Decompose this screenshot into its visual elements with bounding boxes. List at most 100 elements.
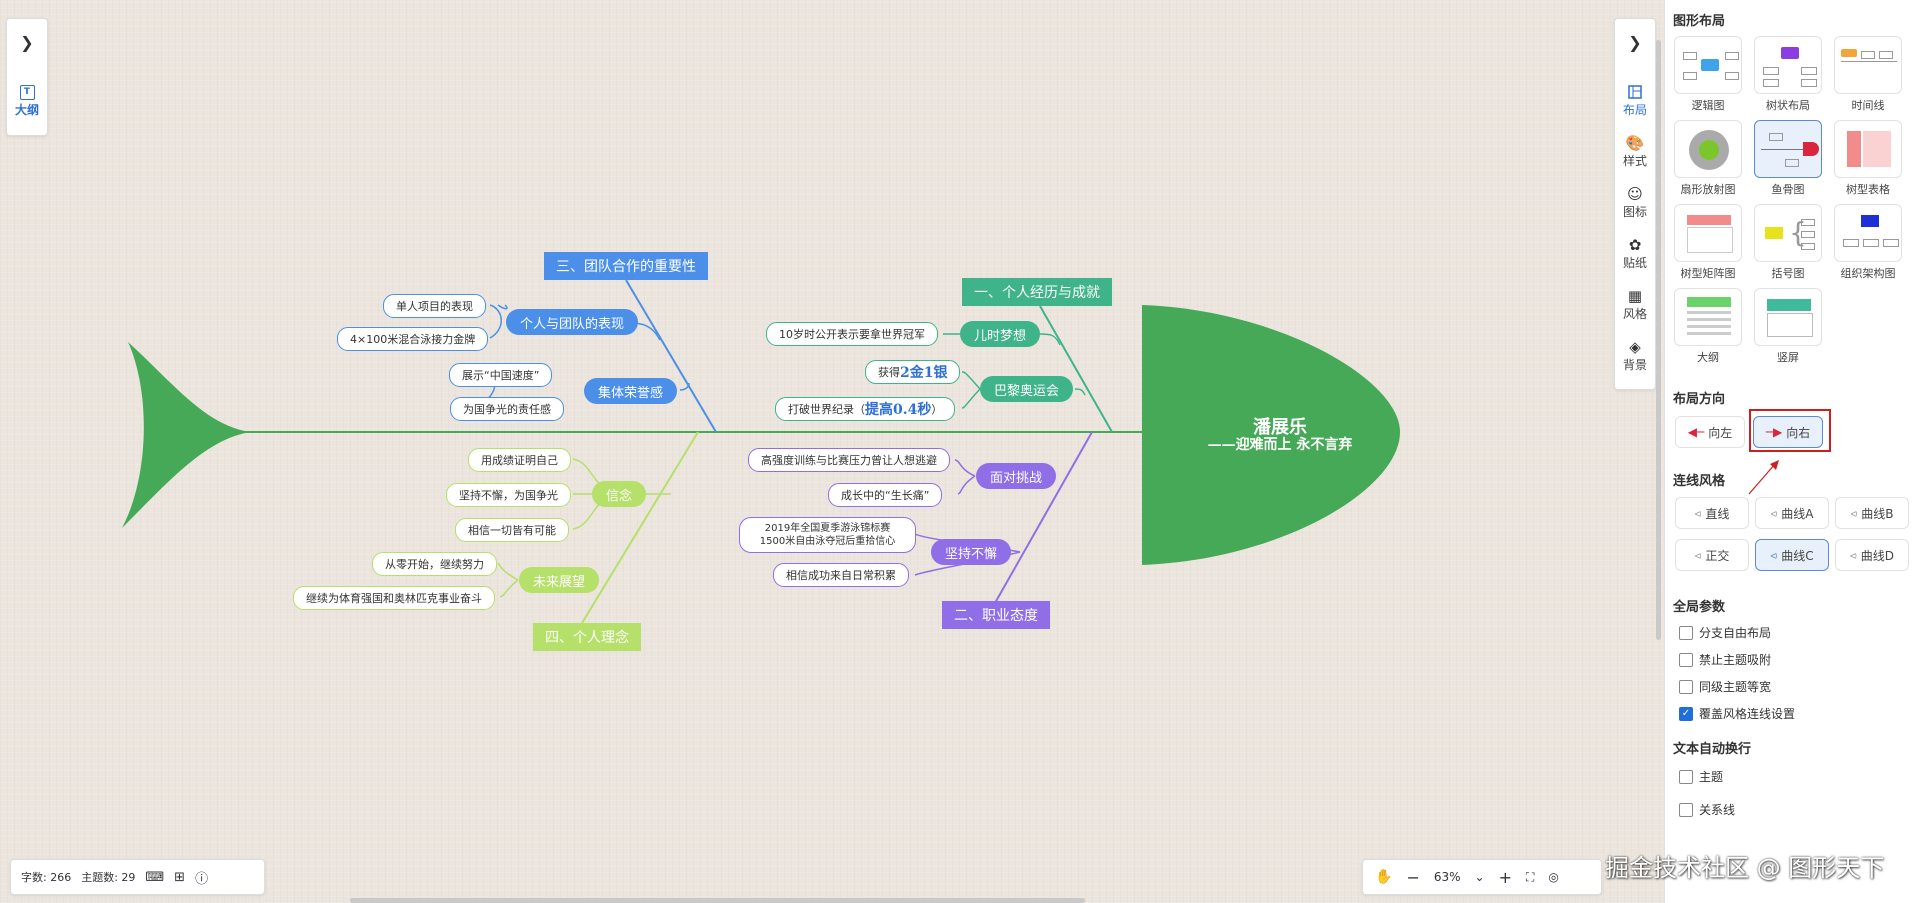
line-style-title: 连线风格: [1673, 474, 1726, 489]
fish-head: [1142, 305, 1400, 565]
sub-challenge[interactable]: 面对挑战: [976, 463, 1057, 489]
line-curve-a-button[interactable]: ⪦曲线A: [1755, 497, 1829, 529]
leaf[interactable]: 4×100米混合泳接力金牌: [337, 327, 489, 351]
leaf[interactable]: 相信一切皆有可能: [455, 518, 569, 542]
leaf[interactable]: 坚持不懈，为国争光: [446, 483, 571, 507]
sub-paris[interactable]: 巴黎奥运会: [980, 376, 1074, 402]
branch-experience[interactable]: 一、个人经历与成就: [962, 278, 1112, 306]
zoom-out-button[interactable]: −: [1406, 867, 1420, 887]
layout-timeline[interactable]: 时间线: [1833, 36, 1903, 113]
smiley-icon: ☺: [1627, 185, 1643, 203]
layout-outline[interactable]: 大纲: [1673, 288, 1743, 365]
structure-icon[interactable]: ⊞: [174, 869, 186, 885]
chevron-right-icon[interactable]: ❯: [1628, 33, 1642, 52]
layout-portrait[interactable]: 竖屏: [1753, 288, 1823, 365]
line-orthogonal-button[interactable]: ⪦正交: [1675, 539, 1749, 571]
info-icon[interactable]: ⓘ: [195, 871, 209, 887]
layout-tree[interactable]: 树状布局: [1753, 36, 1823, 113]
vertical-scrollbar[interactable]: [1656, 40, 1661, 640]
layout-fishbone[interactable]: 鱼骨图: [1753, 120, 1823, 197]
root-title[interactable]: 潘展乐: [1253, 417, 1307, 438]
opt-override-lines[interactable]: ✓覆盖风格连线设置: [1679, 705, 1795, 722]
checkbox[interactable]: [1679, 769, 1693, 784]
checkbox-checked[interactable]: ✓: [1679, 706, 1693, 721]
line-icon: ⪦: [1770, 547, 1778, 562]
toolbar-layout[interactable]: 布局: [1615, 83, 1655, 118]
direction-right-button[interactable]: ─▶ 向右: [1753, 416, 1823, 448]
leaf[interactable]: 10岁时公开表示要拿世界冠军: [766, 322, 938, 346]
opt-equal-width[interactable]: 同级主题等宽: [1679, 678, 1771, 695]
leaf[interactable]: 成长中的“生长痛”: [828, 483, 943, 507]
fit-screen-icon[interactable]: ⛶: [1525, 869, 1535, 884]
outline-button[interactable]: T 大纲: [7, 83, 47, 118]
sub-honor[interactable]: 集体荣誉感: [584, 378, 678, 404]
opt-wrap-topic[interactable]: 主题: [1679, 768, 1723, 785]
bone-3: [625, 279, 717, 433]
zoom-in-button[interactable]: +: [1498, 867, 1512, 887]
sub-persist[interactable]: 坚持不懈: [931, 539, 1012, 565]
grid-icon: ▦: [1627, 287, 1643, 305]
layout-tree-table[interactable]: 树型表格: [1833, 120, 1903, 197]
chevron-right-icon[interactable]: ❯: [20, 33, 34, 52]
bone-2: [994, 431, 1093, 604]
opt-no-snap[interactable]: 禁止主题吸附: [1679, 651, 1771, 668]
leaf[interactable]: 为国争光的责任感: [450, 397, 564, 421]
direction-left-button[interactable]: ◀─ 向左: [1675, 416, 1745, 448]
checkbox[interactable]: [1679, 625, 1693, 640]
fishbone-thumb-icon: [1754, 120, 1822, 178]
layout-bracket[interactable]: { 括号图: [1753, 204, 1823, 281]
sub-team-performance[interactable]: 个人与团队的表现: [506, 309, 639, 335]
bracket-thumb-icon: {: [1754, 204, 1822, 262]
chevron-down-icon[interactable]: ⌄: [1474, 870, 1485, 884]
sub-belief[interactable]: 信念: [592, 481, 647, 507]
leaf[interactable]: 高强度训练与比赛压力曾让人想逃避: [748, 448, 950, 472]
line-icon: ⪦: [1850, 505, 1858, 520]
horizontal-scrollbar[interactable]: [350, 898, 1085, 903]
branch-team[interactable]: 三、团队合作的重要性: [544, 252, 708, 280]
checkbox[interactable]: [1679, 679, 1693, 694]
opt-wrap-relation[interactable]: 关系线: [1679, 801, 1735, 818]
branch-attitude[interactable]: 二、职业态度: [942, 601, 1050, 629]
hand-icon[interactable]: ✋: [1375, 869, 1393, 885]
leaf-2019[interactable]: 2019年全国夏季游泳锦标赛 1500米自由泳夺冠后重拾信心: [739, 517, 916, 553]
line-curve-c-button[interactable]: ⪦曲线C: [1755, 539, 1829, 571]
layout-radial[interactable]: 扇形放射图: [1673, 120, 1743, 197]
toolbar-style[interactable]: 🎨 样式: [1622, 134, 1647, 168]
bone-4: [581, 431, 699, 624]
checkbox[interactable]: [1679, 802, 1693, 817]
root-subtitle: ——迎难而上 永不言弃: [1207, 437, 1353, 453]
layout-org[interactable]: 组织架构图: [1833, 204, 1903, 281]
sub-dream[interactable]: 儿时梦想: [960, 321, 1041, 347]
layout-icon: [1626, 83, 1644, 101]
mindmap-canvas[interactable]: 潘展乐 ——迎难而上 永不言弃 三、团队合作的重要性 个人与团队的表现 单人项目…: [0, 0, 1664, 903]
layout-logic[interactable]: 逻辑图: [1673, 36, 1743, 113]
toolbar-sticker[interactable]: ✿ 贴纸: [1622, 236, 1647, 270]
layout-tree-matrix[interactable]: 树型矩阵图: [1673, 204, 1743, 281]
leaf[interactable]: 单人项目的表现: [383, 294, 486, 318]
word-count: 字数: 266: [21, 871, 72, 884]
leaf[interactable]: 展示“中国速度”: [449, 363, 553, 387]
keyboard-icon[interactable]: ⌨: [145, 869, 165, 885]
arrow-left-icon: ◀─: [1687, 425, 1705, 439]
toolbar-theme[interactable]: ▦ 风格: [1622, 287, 1647, 321]
leaf[interactable]: 从零开始，继续努力: [372, 552, 497, 576]
line-straight-button[interactable]: ⪦直线: [1675, 497, 1749, 529]
opt-free-layout[interactable]: 分支自由布局: [1679, 624, 1771, 641]
outline-thumb-icon: [1674, 288, 1742, 346]
line-curve-d-button[interactable]: ⪦曲线D: [1835, 539, 1909, 571]
locate-icon[interactable]: ◎: [1548, 870, 1559, 884]
checkbox[interactable]: [1679, 652, 1693, 667]
leaf-record[interactable]: 打破世界纪录（提高0.4秒）: [775, 397, 956, 421]
org-thumb-icon: [1834, 204, 1902, 262]
leaf[interactable]: 继续为体育强国和奥林匹克事业奋斗: [293, 586, 495, 610]
leaf[interactable]: 相信成功来自日常积累: [773, 563, 909, 587]
toolbar-background[interactable]: ◈ 背景: [1622, 338, 1647, 372]
zoom-level[interactable]: 63%: [1433, 870, 1461, 884]
line-curve-b-button[interactable]: ⪦曲线B: [1835, 497, 1909, 529]
leaf[interactable]: 用成绩证明自己: [468, 448, 571, 472]
sub-future[interactable]: 未来展望: [519, 567, 600, 593]
branch-philosophy[interactable]: 四、个人理念: [533, 623, 641, 651]
layers-icon: ◈: [1629, 338, 1641, 356]
toolbar-icon[interactable]: ☺ 图标: [1622, 185, 1647, 219]
